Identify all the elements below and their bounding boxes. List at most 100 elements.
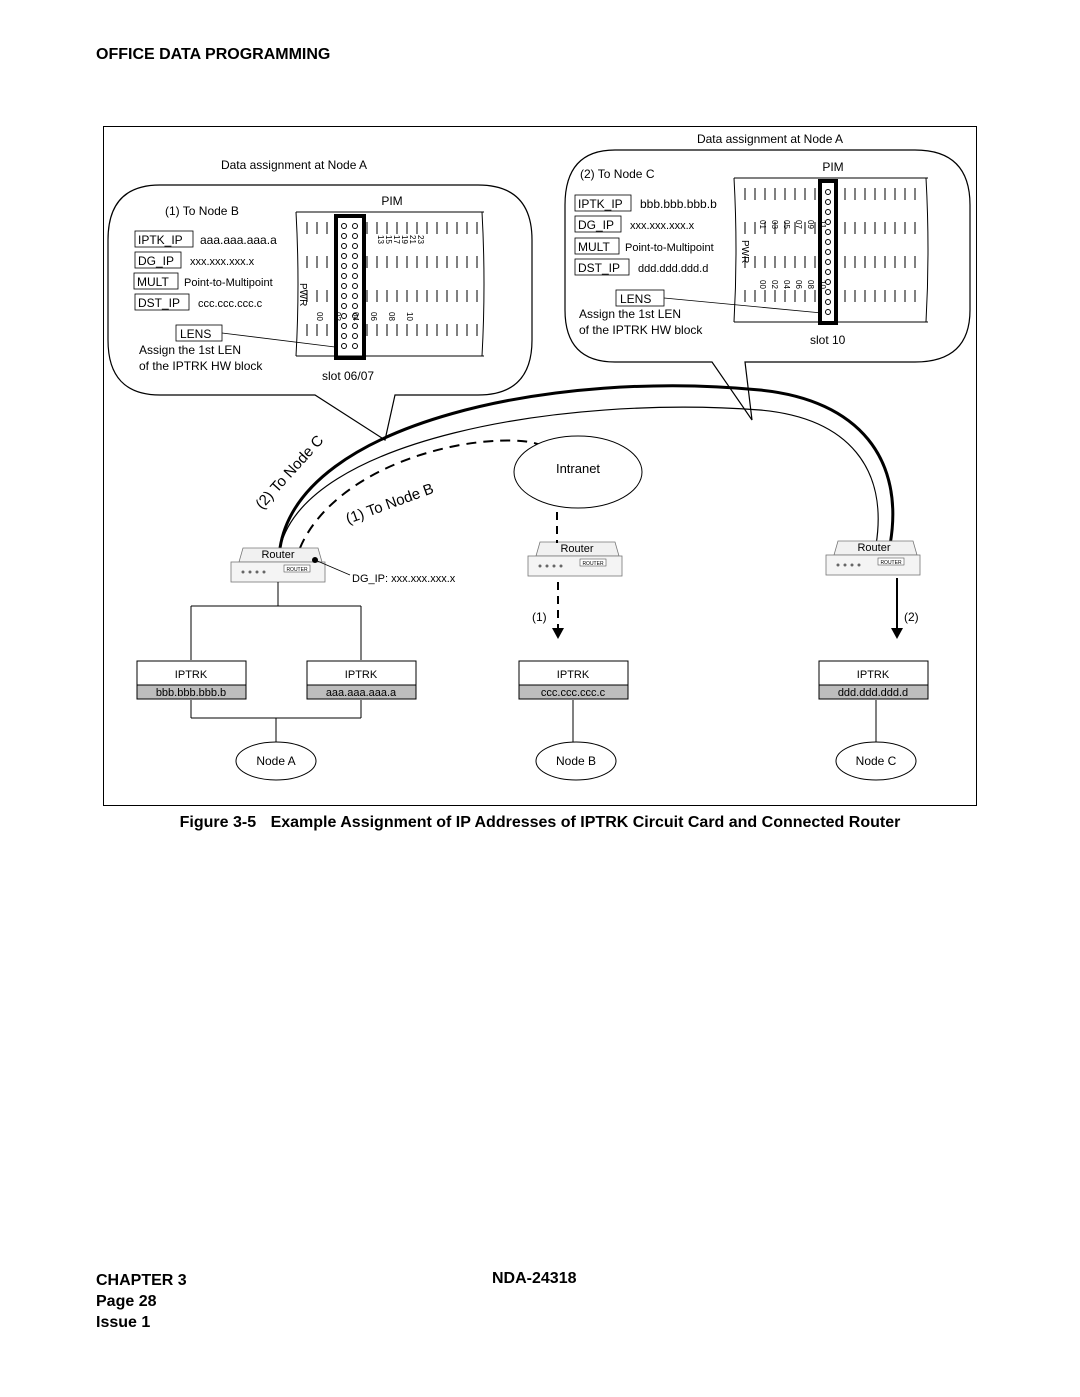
figure-caption: Figure 3-5 Example Assignment of IP Addr… bbox=[60, 814, 1020, 832]
pim-slot-number: 06 bbox=[794, 280, 803, 289]
led-dot bbox=[352, 343, 358, 349]
led-dot bbox=[341, 273, 347, 279]
callout-a-heading: Data assignment at Node A bbox=[221, 158, 367, 172]
led-dot bbox=[825, 209, 831, 215]
callout-c-heading: Data assignment at Node A bbox=[697, 132, 843, 146]
iptrk-title: IPTRK bbox=[175, 669, 208, 681]
node-a: Node A bbox=[235, 741, 317, 781]
pim-slot-number: 21 bbox=[408, 235, 417, 244]
footer-doc-number: NDA-24318 bbox=[492, 1270, 577, 1287]
iptrk-card-node-a-1: IPTRK bbb.bbb.bbb.b bbox=[136, 660, 247, 700]
path-to-node-c bbox=[278, 384, 895, 549]
node-c-label: Node C bbox=[856, 754, 897, 768]
pim-slot-number: 08 bbox=[806, 280, 815, 289]
callout-a-fields: IPTK_IP aaa.aaa.aaa.a DG_IP xxx.xxx.xxx.… bbox=[133, 230, 277, 311]
iptrk-ip: bbb.bbb.bbb.b bbox=[156, 687, 226, 699]
callout-c-fields: IPTK_IP bbb.bbb.bbb.b DG_IP xxx.xxx.xxx.… bbox=[574, 194, 717, 276]
iptrk-ip: aaa.aaa.aaa.a bbox=[326, 687, 397, 699]
router-face-label: ROUTER bbox=[286, 567, 308, 573]
field-key: MULT bbox=[578, 240, 610, 254]
led-dot bbox=[352, 233, 358, 239]
field-key: IPTK_IP bbox=[138, 233, 183, 247]
led-dot bbox=[341, 323, 347, 329]
lens-note-a-1: Assign the 1st LEN bbox=[139, 343, 241, 357]
lens-note-c-1: Assign the 1st LEN bbox=[579, 307, 681, 321]
node-b-label: Node B bbox=[556, 754, 596, 768]
led-dot bbox=[825, 279, 831, 285]
led-dot bbox=[825, 299, 831, 305]
pim-slot-number: 01 bbox=[758, 220, 767, 229]
led-dot bbox=[352, 323, 358, 329]
lens-note-c-2: of the IPTRK HW block bbox=[579, 323, 703, 337]
led-dot bbox=[825, 239, 831, 245]
path-label-node-b: (1) To Node B bbox=[344, 480, 437, 528]
led-dot bbox=[825, 289, 831, 295]
field-key: DG_IP bbox=[578, 218, 614, 232]
field-key: MULT bbox=[137, 275, 169, 289]
pim-a-led-dots bbox=[341, 223, 358, 349]
lens-label-a: LENS bbox=[180, 327, 211, 341]
field-key: IPTK_IP bbox=[578, 197, 623, 211]
pim-c-led-dots bbox=[825, 189, 831, 315]
node-a-wiring bbox=[190, 582, 362, 742]
field-value: Point-to-Multipoint bbox=[184, 277, 273, 289]
iptrk-card-node-c: IPTRK ddd.ddd.ddd.d bbox=[818, 660, 929, 700]
field-value: xxx.xxx.xxx.x bbox=[630, 220, 695, 232]
callout-a-bubble bbox=[107, 184, 533, 441]
router-label-a: Router bbox=[261, 549, 294, 561]
router-label-b: Router bbox=[560, 543, 593, 555]
led-dot bbox=[341, 313, 347, 319]
path-to-node-b bbox=[299, 439, 541, 549]
pim-slot-number: 10 bbox=[405, 312, 414, 321]
iptrk-ip: ccc.ccc.ccc.c bbox=[541, 687, 606, 699]
led-dot bbox=[352, 333, 358, 339]
callout-a-route: (1) To Node B bbox=[165, 204, 239, 218]
intranet-cloud bbox=[513, 435, 643, 509]
led-dot bbox=[825, 189, 831, 195]
footer-chapter: CHAPTER 3 bbox=[96, 1272, 187, 1289]
path-to-node-c-inner bbox=[279, 406, 879, 549]
led-dot bbox=[825, 259, 831, 265]
field-value: aaa.aaa.aaa.a bbox=[200, 233, 277, 247]
iptrk-title: IPTRK bbox=[557, 669, 590, 681]
page-header-title: OFFICE DATA PROGRAMMING bbox=[96, 46, 331, 63]
dg-ip-note: DG_IP: xxx.xxx.xxx.x bbox=[352, 573, 456, 585]
pim-slot-number: 00 bbox=[315, 312, 324, 321]
pim-slot-number: 23 bbox=[416, 235, 425, 244]
node-a-label: Node A bbox=[256, 754, 295, 768]
field-key: DST_IP bbox=[138, 296, 180, 310]
arrow-1-label: (1) bbox=[532, 610, 547, 624]
led-dot bbox=[341, 283, 347, 289]
router-node-b: ROUTER Router bbox=[527, 541, 623, 577]
figure-number: Figure 3-5 bbox=[179, 814, 257, 831]
router-node-a: ROUTER Router bbox=[230, 547, 326, 583]
pim-slot-number: 04 bbox=[782, 280, 791, 289]
iptrk-ip: ddd.ddd.ddd.d bbox=[838, 687, 908, 699]
led-dot bbox=[825, 269, 831, 275]
footer-left: CHAPTER 3 Page 28 Issue 1 bbox=[96, 1270, 187, 1333]
arrow-2-label: (2) bbox=[904, 610, 919, 624]
figure-caption-text: Example Assignment of IP Addresses of IP… bbox=[270, 814, 901, 831]
slot-label-a: slot 06/07 bbox=[322, 369, 374, 383]
field-value: bbb.bbb.bbb.b bbox=[640, 197, 717, 211]
pim-slot-number: 17 bbox=[392, 235, 401, 244]
led-dot bbox=[341, 243, 347, 249]
led-dot bbox=[352, 263, 358, 269]
led-dot bbox=[825, 249, 831, 255]
intranet-label: Intranet bbox=[556, 461, 600, 476]
pim-slot-number: 00 bbox=[758, 280, 767, 289]
figure-frame bbox=[103, 126, 977, 806]
node-b: Node B bbox=[535, 741, 617, 781]
led-dot bbox=[825, 199, 831, 205]
pwr-label-c: PWR bbox=[739, 240, 750, 263]
led-dot bbox=[341, 303, 347, 309]
field-key: DG_IP bbox=[138, 254, 174, 268]
pim-slot-number: 09 bbox=[806, 220, 815, 229]
led-dot bbox=[825, 229, 831, 235]
node-c: Node C bbox=[835, 741, 917, 781]
led-dot bbox=[825, 309, 831, 315]
pim-slot-number: 13 bbox=[376, 235, 385, 244]
iptrk-title: IPTRK bbox=[857, 669, 890, 681]
